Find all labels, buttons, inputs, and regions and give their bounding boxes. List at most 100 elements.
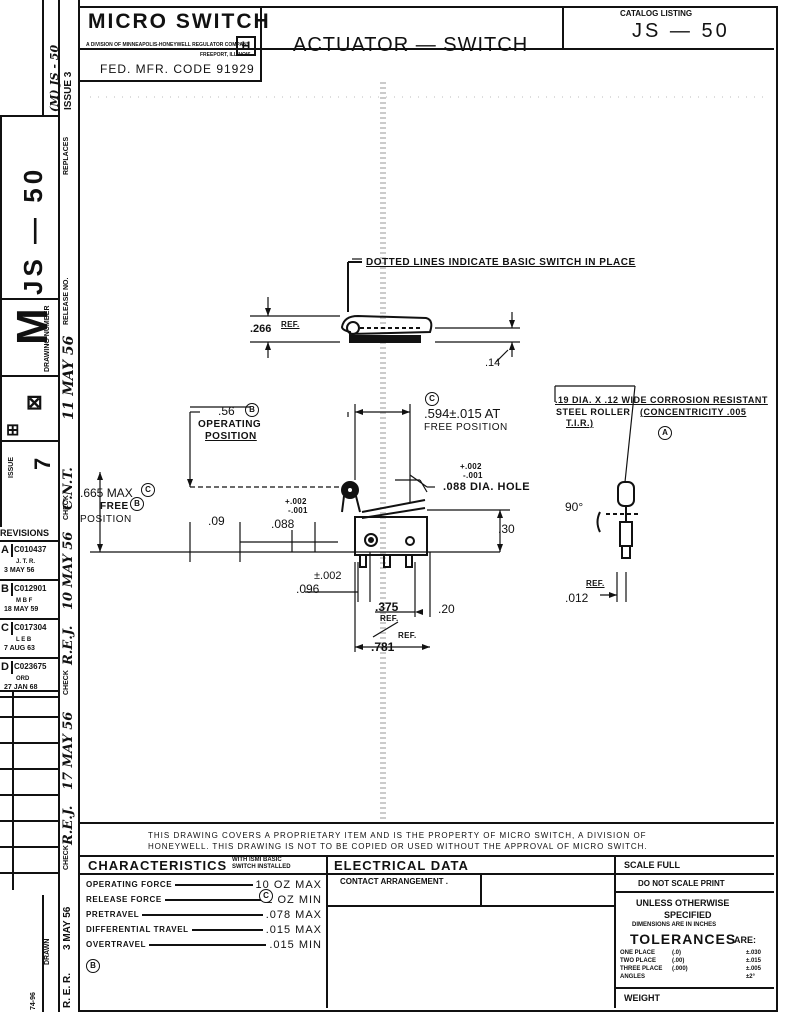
characteristic-row: OVERTRAVEL .015 MIN [86,937,322,952]
drawn-label: DRAWN [44,938,51,965]
issue-small-label: ISSUE 3 [63,71,74,110]
tolerance-row: THREE PLACE(.000)±.005 [620,966,770,974]
characteristics-title: CHARACTERISTICS [88,858,228,873]
characteristic-row: DIFFERENTIAL TRAVEL.015 MAX [86,922,322,937]
revisions-header: REVISIONS [0,528,50,538]
tolerance-format: (.0) [672,950,681,956]
characteristics-subtitle-2: SWITCH INSTALLED [232,864,291,870]
mark-c-1: C [425,392,439,406]
dim-30: .30 [498,522,515,536]
revision-letter: C [1,622,13,635]
dim-781: .781 [371,640,395,654]
revision-letter: D [1,661,13,674]
company-division: A DIVISION OF MINNEAPOLIS-HONEYWELL REGU… [86,42,250,48]
checker-3: R.E.J. [61,805,76,845]
characteristic-row: OPERATING FORCE 10 OZ MAX [86,877,322,892]
drawn-by: R. E. R. [62,972,73,1008]
revision-date: 27 JAN 68 [4,684,38,691]
tol-002-b: +.002 [285,497,307,506]
roller-note-1: .19 DIA. X .12 WIDE CORROSION RESISTANT [555,395,768,405]
mm-js-label: (M) JS - 50 [48,44,61,112]
proprietary-note-1: THIS DRAWING COVERS A PROPRIETARY ITEM A… [148,831,647,840]
tolerances-are: ARE: [734,935,756,945]
stamp-icon-2: ⊞ [6,422,20,439]
form-number: 74-96 [30,992,37,1010]
dim-20: .20 [438,602,455,616]
revision-date: 18 MAY 59 [4,606,39,613]
side-view-switch [341,481,428,568]
issue-number: 7 [30,457,55,470]
hole-dim: .088 DIA. HOLE [443,481,531,493]
mark-c-3: C [259,889,273,903]
catalog-listing-label: CATALOG LISTING [620,9,693,18]
characteristic-value: .015 MIN [269,938,322,951]
tolerance-label: TWO PLACE [620,958,656,964]
dim-781-ref: REF. [398,631,417,640]
dim-09: .09 [208,514,225,528]
roller-note-3: (CONCENTRICITY .005 [640,407,747,417]
tolerance-label: THREE PLACE [620,966,663,972]
characteristic-value: .015 MAX [265,923,322,936]
characteristic-row: PRETRAVEL .078 MAX [86,907,322,922]
drawing-number-label: DRAWING NUMBER [44,305,51,373]
mark-b-3: B [86,959,100,973]
roller-detail [596,481,640,559]
characteristic-label: OPERATING FORCE [86,880,173,889]
unless-otherwise: UNLESS OTHERWISE [636,898,730,908]
dim-012: .012 [565,591,589,605]
actuator-drawing [90,82,770,822]
dim-012-ref: REF. [586,579,605,588]
replaces-label: REPLACES [63,136,70,175]
fed-mfr-code: FED. MFR. CODE 91929 [100,62,255,76]
revision-date: 7 AUG 63 [4,645,35,652]
dim-088: .088 [271,517,295,531]
tolerance-value: ±.015 [746,958,761,964]
check-label-2: CHECK [63,670,70,695]
dim-375-ref: REF. [380,614,399,623]
free-label: FREE [100,501,129,512]
mark-a: A [658,426,672,440]
catalog-number: JS — 50 [632,20,730,42]
check-date: 10 MAY 56 [61,531,76,610]
characteristic-label: OVERTRAVEL [86,940,147,949]
tolerance-value: ±.030 [746,950,761,956]
tolerance-label: ANGLES [620,974,646,980]
dim-pm002: ±.002 [314,570,342,582]
revision-code: C023675 [14,662,47,671]
proprietary-note-2: HONEYWELL. THIS DRAWING IS NOT TO BE COP… [148,842,648,851]
drawing-frame [78,6,778,1012]
mark-c-2: C [141,483,155,497]
company-name: MICRO SWITCH [88,10,271,33]
top-view-actuator [340,261,433,343]
revision-note: J. T. R. [16,559,36,565]
revision-code: C017304 [14,623,47,632]
release-date: 11 MAY 56 [61,335,77,420]
angle-90: 90° [565,500,584,514]
drawing-number: JS — 50 [18,165,48,295]
tolerances-title: TOLERANCES [630,931,737,947]
checker-2: R.E.J. [61,625,76,665]
roller-note-2: STEEL ROLLER [556,407,631,417]
dim-096: .096 [296,582,320,596]
tolerance-value: ±.005 [746,966,761,972]
check-label-3: CHECK [63,845,70,870]
tol-002-a: +.002 [460,462,482,471]
do-not-scale: DO NOT SCALE PRINT [638,879,725,888]
tolerance-value: ±2° [746,974,756,980]
mark-b-1: B [245,403,259,417]
honeywell-logo: H [236,36,256,56]
tolerance-row: TWO PLACE(.00)±.015 [620,958,770,966]
characteristic-value: .078 MAX [265,908,322,921]
tolerance-row: ONE PLACE(.0)±.030 [620,950,770,958]
operating-position-label: POSITION [205,431,257,442]
characteristic-label: PRETRAVEL [86,910,140,919]
roller-note-4: T.I.R.) [566,418,594,428]
characteristic-value: 10 OZ MAX [255,878,322,891]
dim-266: .266 [250,323,272,335]
